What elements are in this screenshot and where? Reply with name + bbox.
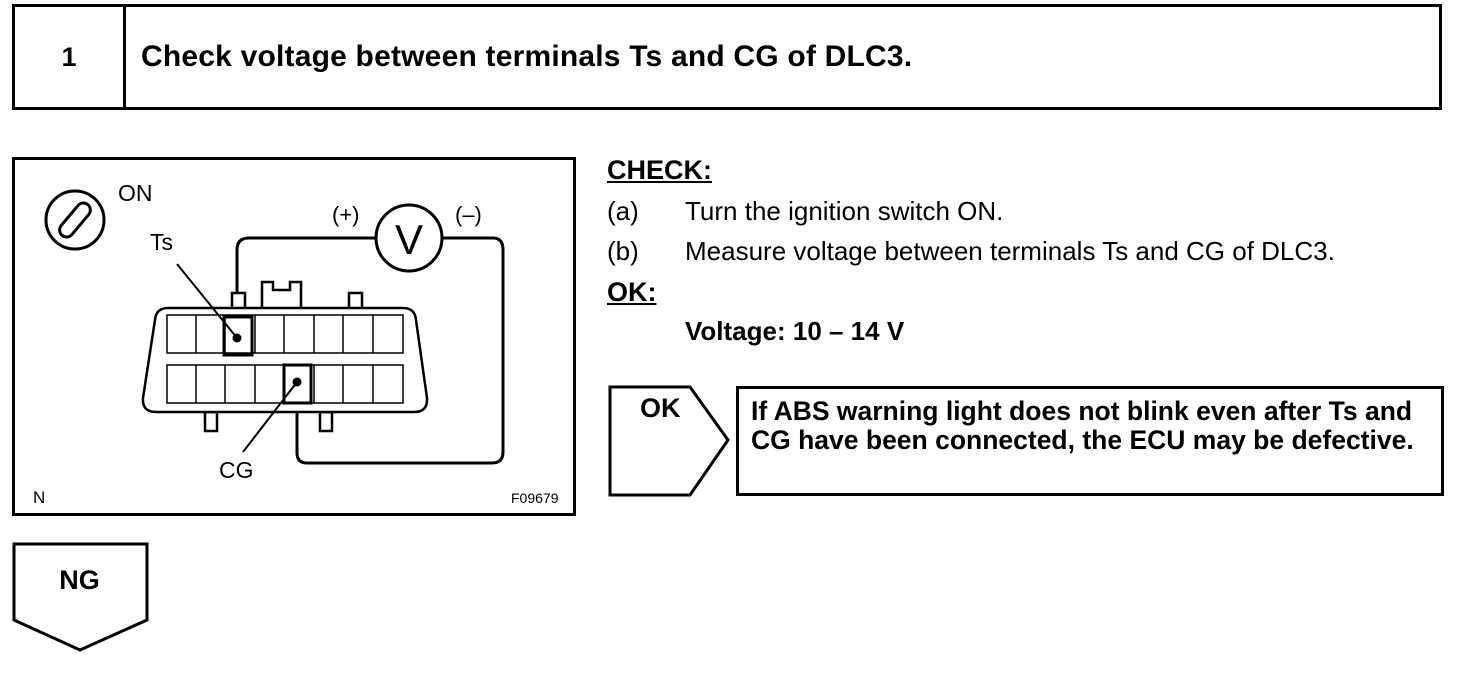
figure-id: F09679 [511,490,559,506]
voltage-spec: Voltage: 10 – 14 V [685,316,905,346]
ok-result-label: OK [640,393,681,423]
ts-callout-line [176,263,238,339]
ng-arrow-icon [12,542,149,652]
minus-lead-label: (–) [455,202,482,227]
wiring-figure: ON V (+) (–) [12,157,576,516]
cg-callout-line [242,381,298,453]
ok-arrow-icon [608,385,730,497]
step-number: 1 [15,7,126,107]
check-heading: CHECK: [607,155,712,185]
plus-lead-label: (+) [332,202,360,227]
check-step-text: Turn the ignition switch ON. [685,196,1004,226]
step-title: Check voltage between terminals Ts and C… [141,40,913,73]
ts-label: Ts [150,229,173,255]
ng-result-label: NG [59,565,100,595]
check-step-letter: (b) [607,236,639,266]
ok-result-text: If ABS warning light does not blink even… [736,386,1444,496]
voltmeter-icon: V [374,203,444,273]
switch-on-label: ON [118,180,153,206]
check-step-letter: (a) [607,196,639,226]
cg-label: CG [219,457,254,483]
step-header: 1 Check voltage between terminals Ts and… [12,4,1442,110]
figure-corner-mark: N [33,488,45,507]
ok-heading: OK: [607,277,657,307]
dlc3-diagram: ON V (+) (–) [33,180,559,507]
voltmeter-label: V [395,216,423,263]
dlc3-connector-icon [141,280,429,433]
check-step-text: Measure voltage between terminals Ts and… [685,236,1335,266]
ignition-switch-icon [44,189,106,251]
test-leads [235,236,505,465]
